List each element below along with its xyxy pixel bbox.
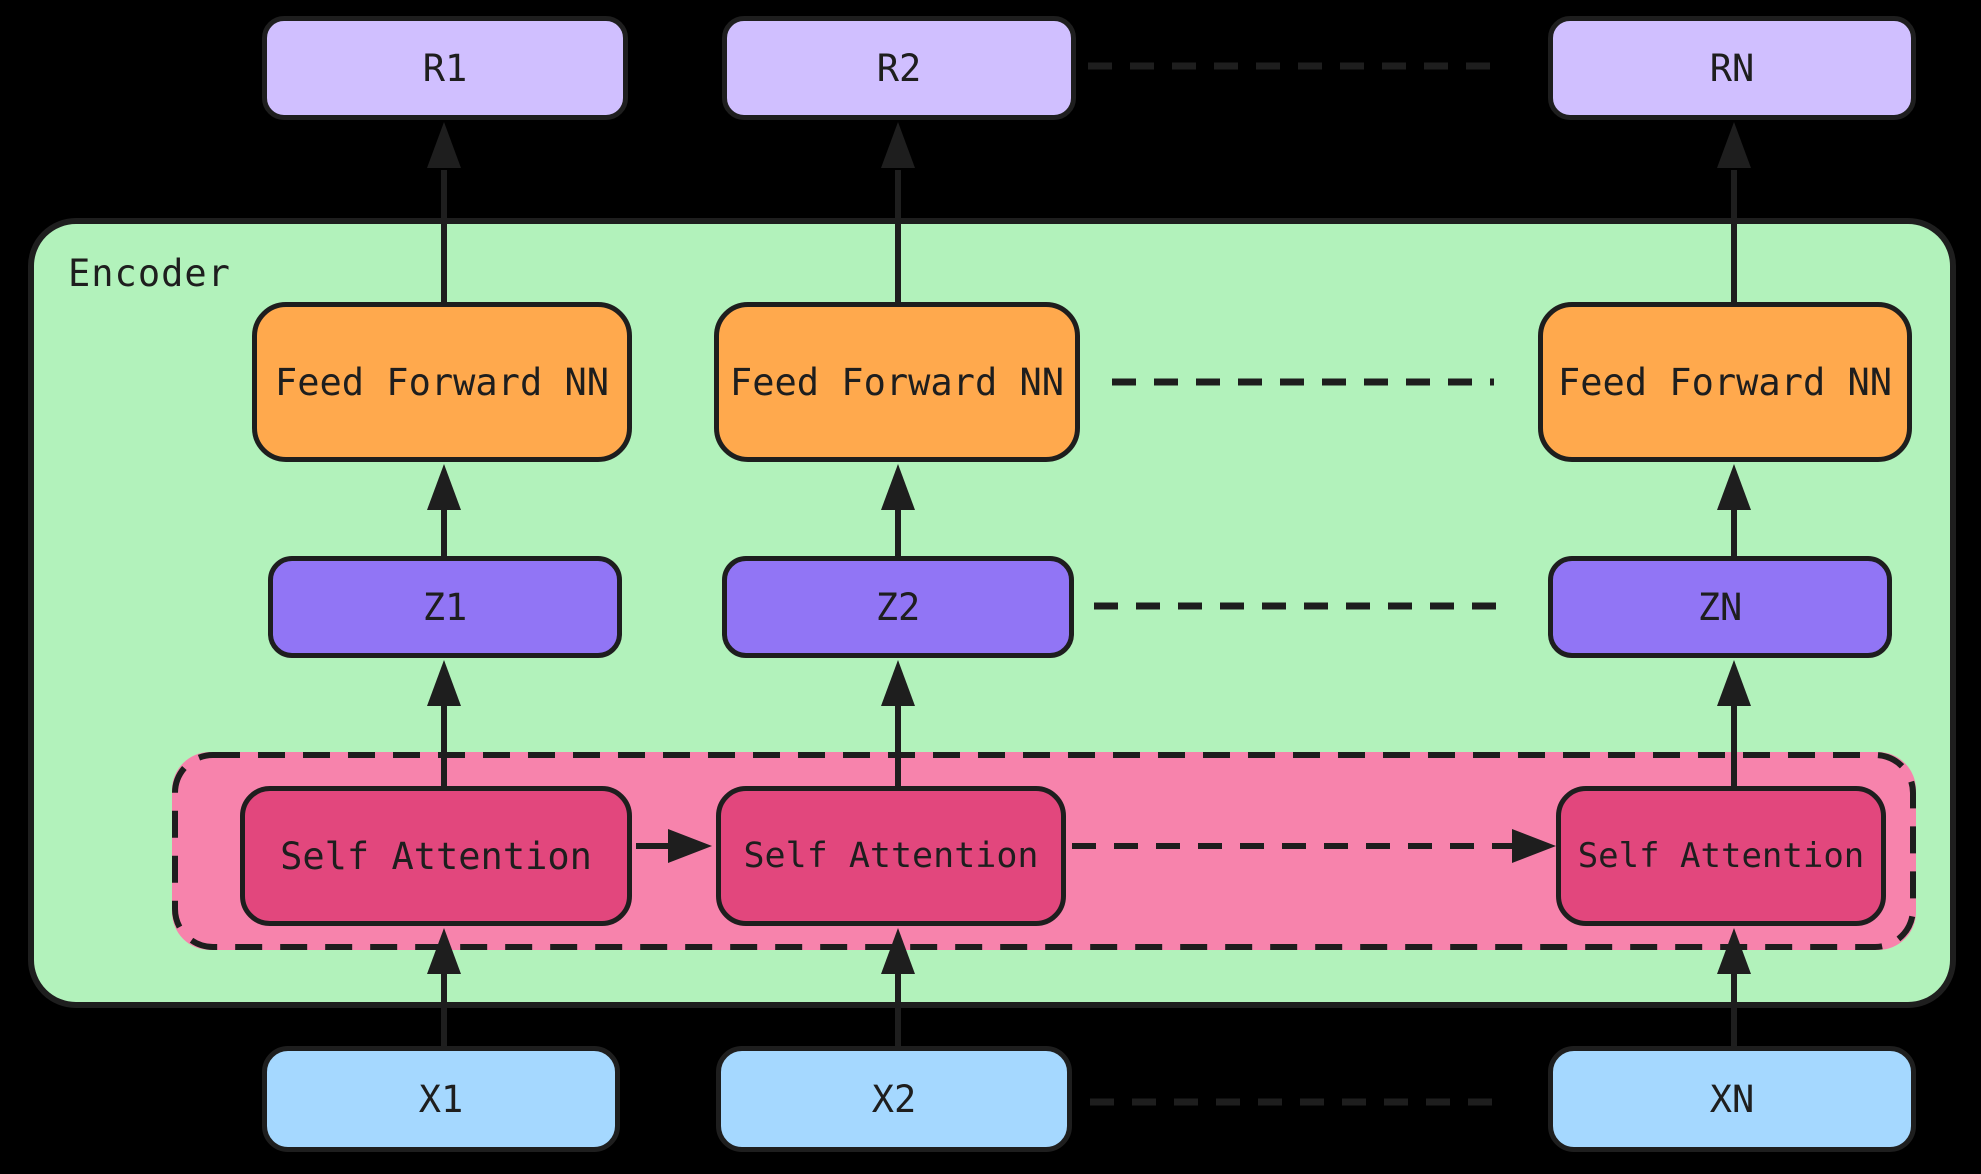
node-feed-forward-1: Feed Forward NN bbox=[252, 302, 632, 462]
node-rn-label: RN bbox=[1709, 46, 1755, 90]
node-feed-forward-n: Feed Forward NN bbox=[1538, 302, 1912, 462]
node-xn-label: XN bbox=[1709, 1077, 1755, 1121]
node-z1: Z1 bbox=[268, 556, 622, 658]
node-feed-forward-n-label: Feed Forward NN bbox=[1557, 360, 1893, 404]
node-z2: Z2 bbox=[722, 556, 1074, 658]
node-feed-forward-2-label: Feed Forward NN bbox=[729, 360, 1065, 404]
node-self-attention-n-label: Self Attention bbox=[1577, 836, 1865, 876]
node-self-attention-1: Self Attention bbox=[240, 786, 632, 926]
node-zn: ZN bbox=[1548, 556, 1892, 658]
node-self-attention-n: Self Attention bbox=[1556, 786, 1886, 926]
node-z1-label: Z1 bbox=[422, 585, 468, 629]
node-feed-forward-1-label: Feed Forward NN bbox=[274, 360, 610, 404]
node-self-attention-1-label: Self Attention bbox=[280, 834, 592, 878]
node-x1: X1 bbox=[262, 1046, 620, 1152]
node-xn: XN bbox=[1548, 1046, 1916, 1152]
node-feed-forward-2: Feed Forward NN bbox=[714, 302, 1080, 462]
node-x2: X2 bbox=[716, 1046, 1072, 1152]
node-zn-label: ZN bbox=[1697, 585, 1743, 629]
node-x2-label: X2 bbox=[871, 1077, 917, 1121]
node-z2-label: Z2 bbox=[875, 585, 921, 629]
node-r1: R1 bbox=[262, 16, 628, 120]
node-r2: R2 bbox=[722, 16, 1076, 120]
node-r2-label: R2 bbox=[876, 46, 922, 90]
node-r1-label: R1 bbox=[422, 46, 468, 90]
node-x1-label: X1 bbox=[418, 1077, 464, 1121]
node-self-attention-2-label: Self Attention bbox=[743, 836, 1039, 876]
encoder-label: Encoder bbox=[68, 252, 231, 295]
node-rn: RN bbox=[1548, 16, 1916, 120]
node-self-attention-2: Self Attention bbox=[716, 786, 1066, 926]
